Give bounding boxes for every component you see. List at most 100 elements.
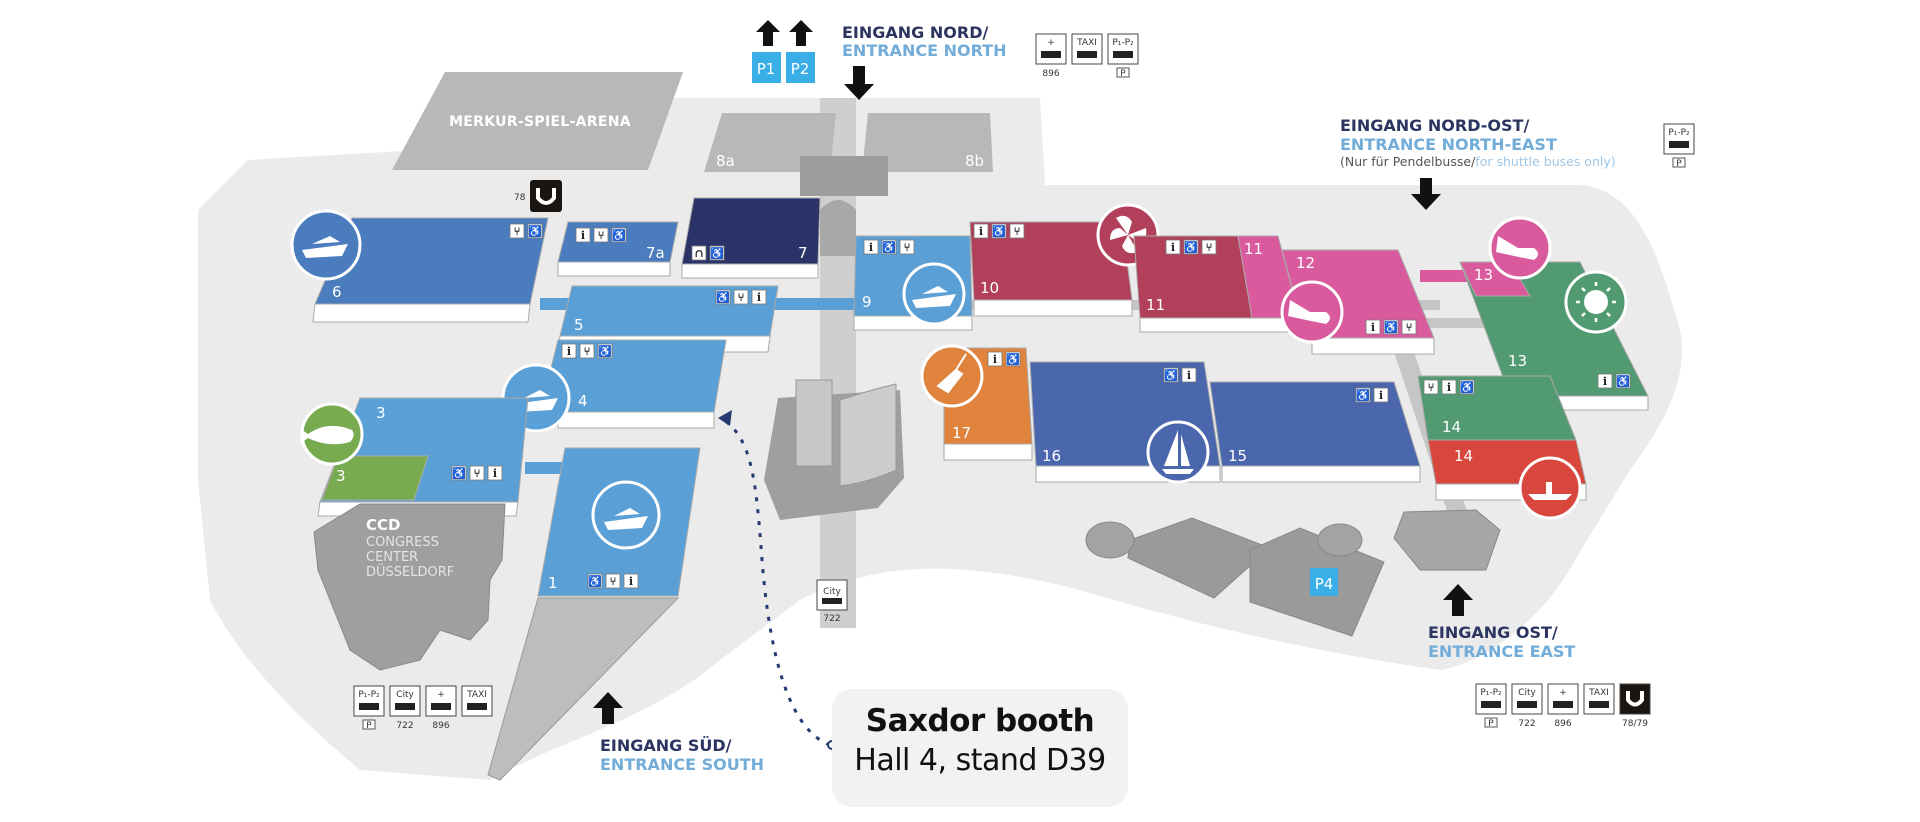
svg-text:i: i [567,345,571,358]
hall-6-base [312,303,531,323]
svg-text:⑂: ⑂ [598,229,605,242]
svg-text:∩: ∩ [694,247,703,260]
tram-glyph [536,188,556,205]
hall-11-pink-label: 11 [1244,240,1263,258]
hall-3-fishing-area[interactable] [321,455,429,501]
hall-3-fishing-label: 3 [336,467,346,485]
amenity-icons: ⑂♿i⑂♿∩♿♿⑂ii⑂♿♿⑂i♿⑂ii♿⑂i♿⑂i♿⑂i♿⑂i♿⑂i♿♿i♿i… [451,223,1631,589]
ccd-line-3: DÜSSELDORF [366,563,454,580]
hall-17-label: 17 [952,424,971,442]
hall-10-label: 10 [980,279,999,297]
p2-parking-sign[interactable] [786,52,815,83]
svg-text:i: i [869,241,873,254]
ccd-line-1: CONGRESS [366,535,439,550]
info-icon: i [973,223,989,239]
wheelchair-icon: ♿ [991,223,1007,239]
entrance-north-east-note: (Nur für Pendelbusse/for shuttle buses o… [1340,154,1616,169]
airport-bus-icon[interactable]: +896 [1035,33,1067,79]
svg-text:♿: ♿ [1616,375,1630,388]
taxi-icon[interactable]: TAXI [1071,33,1103,65]
hall-10-base [973,299,1133,317]
airport-bus-icon[interactable]: +896 [425,685,457,731]
motorboat-theme-icon [902,262,966,326]
arrow-down-icon [844,66,874,100]
svg-text:i: i [581,229,585,242]
hall-7a-label: 7a [646,244,665,262]
taxi-icon[interactable]: TAXI [461,685,493,717]
taxi-icon[interactable]: TAXI [1583,683,1615,715]
info-icon: i [1365,319,1381,335]
transport-label: 896 [432,721,449,731]
wheelchair-icon: ♿ [1615,373,1631,389]
shuttle-bus-icon[interactable]: P₁-P₂P [1475,683,1507,729]
restaurant-icon: ⑂ [469,465,485,481]
hall-7-base [681,263,819,279]
svg-text:♿: ♿ [992,225,1006,238]
transport-label: 896 [1042,69,1059,79]
tram-icon[interactable]: 78/79 [1619,683,1651,729]
hall-9-label: 9 [862,293,872,311]
svg-text:i: i [1379,389,1383,402]
shuttle-bus-glyph: P₁-P₂ [1112,38,1134,48]
route-to-booth [723,418,831,747]
p4-parking-sign [1310,568,1338,596]
north-entrance-building [800,156,888,196]
svg-text:i: i [979,225,983,238]
svg-text:⑂: ⑂ [904,241,911,254]
svg-text:i: i [1603,375,1607,388]
hall-11-label: 11 [1146,296,1165,314]
hall-6-label: 6 [332,283,342,301]
shuttle-bus-icon[interactable]: P₁-P₂P [1663,123,1695,169]
transport-label: P [1676,159,1682,169]
chapel-icon: ∩ [691,245,707,261]
shuttle-bus-icon[interactable]: P₁-P₂P [1107,33,1139,79]
hall-8b [862,113,993,172]
airport-bus-glyph: + [1047,38,1055,48]
ccd-title: CCD [366,516,400,534]
svg-text:♿: ♿ [588,575,602,588]
sailboat-icon [1162,430,1194,474]
ccd-line-2: CENTER [366,550,418,565]
p1-parking-sign[interactable] [752,52,781,83]
svg-text:♿: ♿ [1460,381,1474,394]
city-bus-722-stop[interactable]: City [816,579,848,611]
info-icon: i [623,573,639,589]
transport-label: P [1488,719,1494,729]
tram-icon[interactable] [530,180,562,212]
motorboat-icon [912,286,956,308]
entrance-north-en: ENTRANCE NORTH [842,41,1006,60]
entrance-north-east-en: ENTRANCE NORTH-EAST [1340,135,1557,154]
svg-text:♿: ♿ [598,345,612,358]
svg-text:⑂: ⑂ [1014,225,1021,238]
hall-14-label: 14 [1442,418,1461,436]
hall-10[interactable] [969,221,1133,301]
transport-label: 78/79 [1622,719,1648,729]
airport-bus-icon[interactable]: +896 [1547,683,1579,729]
info-icon: i [1165,239,1181,255]
merkur-spiel-arena [392,72,683,170]
svg-text:♿: ♿ [1184,241,1198,254]
hall-15[interactable] [1209,381,1421,467]
city-bus-722-label: 722 [823,614,840,624]
shuttle-bus-icon[interactable]: P₁-P₂P [353,685,385,731]
arena-label: MERKUR-SPIEL-ARENA [449,114,631,130]
entrance-east-de: EINGANG OST/ [1428,623,1558,642]
svg-text:♿: ♿ [1384,321,1398,334]
info-icon: i [751,289,767,305]
restaurant-icon: ⑂ [605,573,621,589]
sun-rays [1576,282,1616,322]
wheelchair-icon: ♿ [1383,319,1399,335]
info-icon: i [1441,379,1457,395]
svg-text:⑂: ⑂ [514,225,521,238]
diver-icon [1288,300,1330,324]
hall-4-label: 4 [578,392,588,410]
silo [1085,521,1135,559]
restaurant-icon: ⑂ [899,239,915,255]
p1-label: P1 [757,60,776,78]
shuttle-bus-glyph: P₁-P₂ [358,690,380,700]
sun-icon [1584,290,1608,314]
booth-callout[interactable]: Saxdor booth Hall 4, stand D39 [832,689,1128,807]
